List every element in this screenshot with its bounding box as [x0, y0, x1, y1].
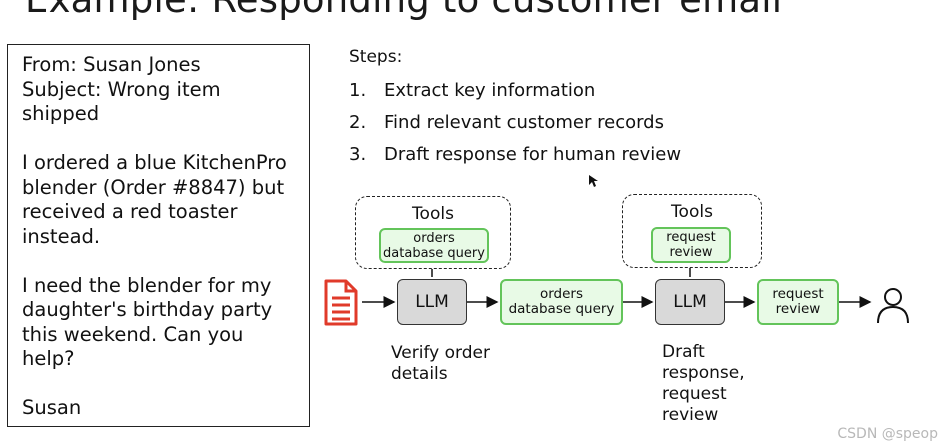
step-text: Find relevant customer records [384, 112, 664, 133]
step-item: 1. Extract key information [349, 80, 595, 101]
email-body-line: this weekend. Can you [22, 322, 244, 346]
llm-node-left: LLM [397, 279, 467, 325]
tools-group-right [622, 194, 762, 268]
email-subject-line: Subject: Wrong item [22, 77, 221, 101]
email-body-line: received a red toaster [22, 200, 238, 223]
llm-node-right: LLM [655, 279, 725, 325]
tool-orders-database-query: orders database query [379, 228, 489, 263]
steps-heading: Steps: [349, 47, 403, 67]
email-from: From: Susan Jones [22, 53, 201, 76]
step-number: 3. [349, 144, 367, 165]
email-body-line: instead. [22, 224, 101, 248]
email-body-line: I ordered a blue KitchenPro [22, 151, 287, 174]
caption-draft-response: Draft response, request review [662, 342, 745, 425]
tools-label: Tools [412, 204, 454, 224]
page-title: Example: Responding to customer email [25, 0, 782, 21]
mouse-cursor-icon [589, 175, 598, 187]
step-item: 3. Draft response for human review [349, 144, 681, 165]
step-item: 2. Find relevant customer records [349, 112, 664, 133]
email-body-line: I need the blender for my [22, 273, 272, 297]
email-body-line: daughter's birthday party [22, 298, 273, 321]
node-orders-database-query: orders database query [500, 279, 623, 325]
email-body-line: blender (Order #8847) but [22, 175, 285, 199]
step-number: 1. [349, 80, 367, 101]
tool-request-review: request review [651, 227, 731, 263]
email-body-line: help? [22, 347, 75, 370]
person-icon [877, 288, 909, 324]
email-signature: Susan [22, 396, 82, 419]
step-text: Draft response for human review [384, 144, 682, 165]
watermark: CSDN @speop [837, 426, 938, 442]
step-number: 2. [349, 112, 367, 133]
customer-email: From: Susan Jones Subject: Wrong item sh… [7, 44, 310, 427]
caption-verify-order: Verify order details [391, 343, 490, 384]
email-subject-line: shipped [22, 102, 100, 125]
node-request-review: request review [757, 279, 839, 325]
document-icon [324, 279, 358, 326]
tools-group-left [355, 196, 511, 269]
tools-label: Tools [671, 202, 713, 222]
step-text: Extract key information [384, 80, 596, 101]
